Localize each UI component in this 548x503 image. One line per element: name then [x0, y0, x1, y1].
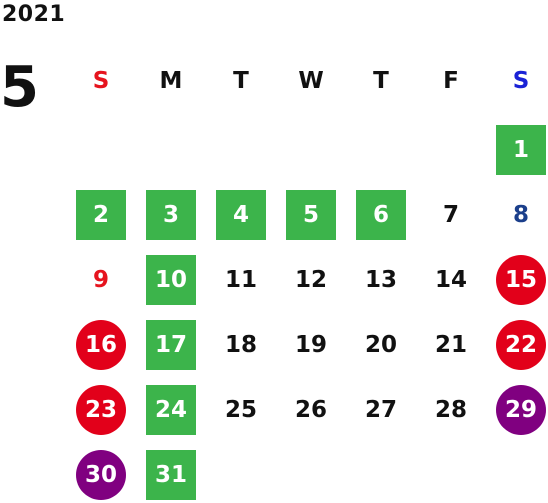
day-cell-7: 7 — [442, 202, 459, 228]
day-cell-14: 14 — [434, 267, 467, 293]
day-cell-8: 8 — [512, 202, 529, 228]
day-cell-24: 24 — [146, 385, 196, 435]
day-cell-27: 27 — [364, 397, 397, 423]
day-cell-1: 1 — [496, 125, 546, 175]
day-cell-19: 19 — [294, 332, 327, 358]
day-cell-6: 6 — [356, 190, 406, 240]
day-cell-26: 26 — [294, 397, 327, 423]
day-cell-2: 2 — [76, 190, 126, 240]
month-number: 5 — [0, 55, 39, 120]
day-cell-11: 11 — [224, 267, 257, 293]
day-cell-13: 13 — [364, 267, 397, 293]
day-cell-5: 5 — [286, 190, 336, 240]
day-cell-17: 17 — [146, 320, 196, 370]
day-cell-15: 15 — [496, 255, 546, 305]
weekday-header-friday: F — [443, 68, 459, 94]
weekday-header-saturday: S — [512, 68, 530, 94]
day-cell-23: 23 — [76, 385, 126, 435]
weekday-header-thursday: T — [373, 68, 389, 94]
weekday-header-tuesday: T — [233, 68, 249, 94]
day-cell-12: 12 — [294, 267, 327, 293]
day-cell-21: 21 — [434, 332, 467, 358]
day-cell-16: 16 — [76, 320, 126, 370]
weekday-header-wednesday: W — [298, 68, 324, 94]
day-cell-4: 4 — [216, 190, 266, 240]
day-cell-28: 28 — [434, 397, 467, 423]
day-cell-25: 25 — [224, 397, 257, 423]
weekday-header-monday: M — [159, 68, 183, 94]
day-cell-20: 20 — [364, 332, 397, 358]
day-cell-22: 22 — [496, 320, 546, 370]
day-cell-29: 29 — [496, 385, 546, 435]
day-cell-31: 31 — [146, 450, 196, 500]
year-label: 2021 — [2, 2, 66, 27]
weekday-header-sunday: S — [92, 68, 110, 94]
day-cell-3: 3 — [146, 190, 196, 240]
day-cell-18: 18 — [224, 332, 257, 358]
day-cell-30: 30 — [76, 450, 126, 500]
day-cell-9: 9 — [92, 267, 109, 293]
day-cell-10: 10 — [146, 255, 196, 305]
